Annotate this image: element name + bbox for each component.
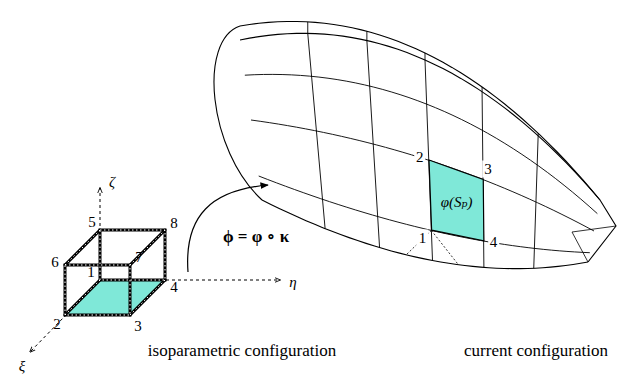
node-number: 1	[85, 264, 97, 281]
node-number: 6	[49, 254, 61, 271]
shaded-face	[65, 280, 165, 315]
node-number: 4	[168, 279, 180, 296]
wing-edge	[262, 200, 588, 269]
patch-label: φ(Sₚ)	[441, 195, 473, 210]
cube-dots	[65, 230, 165, 315]
mesh-line	[251, 120, 594, 231]
wing-tip-detail	[572, 226, 616, 262]
patch-fill	[429, 160, 484, 241]
axis-label: ζ	[107, 174, 117, 191]
mapping-label: ϕ = φ ∘ κ	[221, 227, 291, 246]
axis-label: ξ	[17, 358, 27, 375]
node-number: 7	[133, 249, 145, 266]
surface-patch: φ(Sₚ)	[429, 160, 484, 241]
node-number: 3	[132, 318, 144, 335]
node-number: 8	[168, 215, 180, 232]
wing-mesh	[214, 22, 616, 269]
caption: isoparametric configuration	[146, 341, 338, 360]
wing-edge	[240, 33, 600, 200]
cube	[65, 230, 165, 315]
corner-number: 2	[414, 149, 426, 166]
wing-root	[214, 26, 262, 200]
axis-label: η	[287, 274, 298, 291]
axes	[30, 188, 280, 352]
node-number: 2	[51, 316, 63, 333]
dotted-line	[406, 230, 431, 254]
caption: current configuration	[462, 341, 610, 360]
corner-number: 3	[482, 160, 494, 177]
mesh-line	[245, 74, 598, 213]
corner-number: 4	[488, 234, 500, 251]
mesh-line	[259, 176, 590, 253]
node-number: 5	[86, 214, 98, 231]
wing-edge	[240, 22, 600, 201]
corner-number: 1	[417, 230, 429, 247]
